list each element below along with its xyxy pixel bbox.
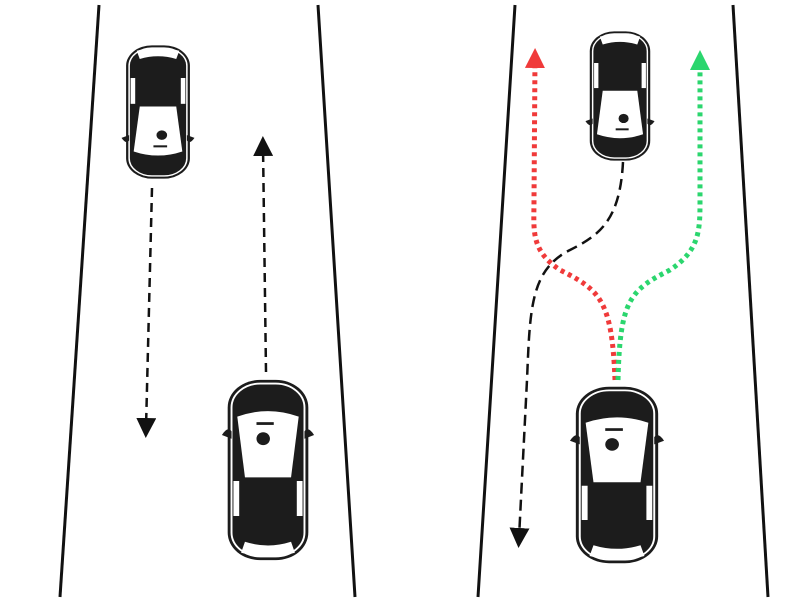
car-oncoming [584,30,656,162]
path-ego-up [253,136,274,373]
car-oncoming [120,44,196,180]
left-panel [58,4,357,598]
road-edge-right [316,4,357,598]
path-oncoming-lane-change [509,161,625,548]
car-ego [220,378,316,562]
road-edge-left [476,4,517,598]
path-oncoming-down [136,187,157,438]
car-ego [568,385,666,565]
road-edge-left [58,4,101,598]
road-edge-right [731,4,770,598]
path-green-right [615,50,710,381]
right-panel [476,4,770,598]
